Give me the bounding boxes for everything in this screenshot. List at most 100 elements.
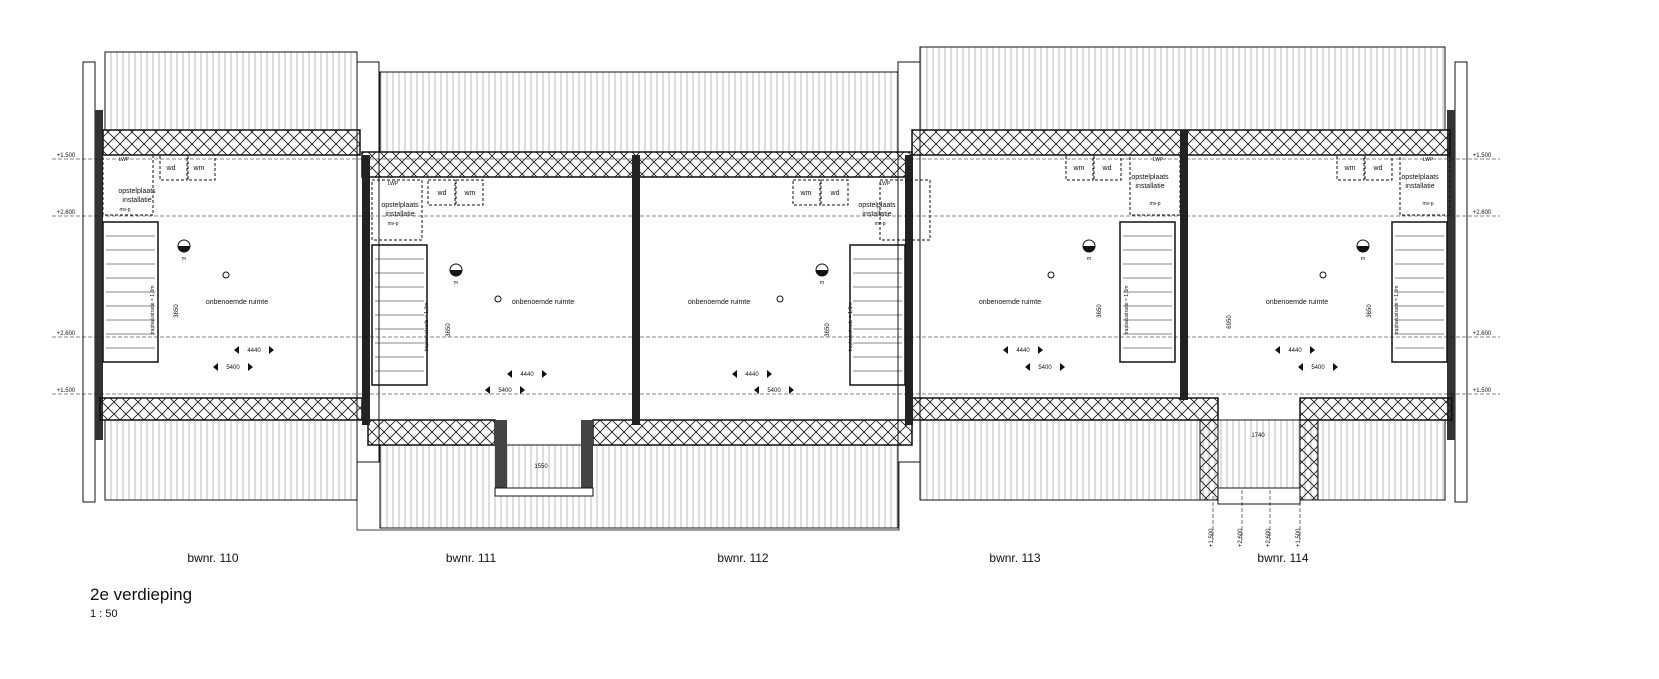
installation-label: installatie: [122, 197, 151, 204]
wall-left: [95, 110, 103, 440]
installation-area: [1129, 154, 1181, 216]
washer-label: wm: [193, 165, 205, 172]
installation-label: opstelplaats: [1131, 174, 1169, 181]
staircase: [849, 244, 906, 386]
wall-111-112: [632, 155, 640, 425]
lwp-label: LWP: [1153, 157, 1164, 163]
level-label-left: +2.600: [57, 331, 76, 337]
dimension-dormer: 1550: [534, 464, 548, 470]
dormer-sill: [494, 487, 594, 497]
light-point-icon: [1047, 271, 1055, 279]
roof-113-114: [919, 46, 1446, 131]
dimension-width-inner: 4440: [1288, 348, 1302, 354]
wall-112-right: [905, 155, 913, 425]
wall-right: [1447, 110, 1455, 440]
appliance-box: [1065, 154, 1094, 181]
gable-right: [1454, 61, 1468, 503]
drawing-title: 2e verdieping: [90, 585, 192, 604]
installation-label: opstelplaats: [1401, 174, 1439, 181]
level-label-right: +1.500: [1473, 153, 1492, 159]
light-point-icon: [1319, 271, 1327, 279]
installation-label: opstelplaats: [118, 188, 156, 195]
dimension-depth: 3650: [1367, 304, 1373, 318]
unit-number-label: bwnr. 111: [446, 551, 497, 565]
gable-left: [82, 61, 96, 503]
dimension-width-inner: 4440: [247, 348, 261, 354]
installation-area: [102, 154, 154, 216]
staircase: [1391, 221, 1448, 363]
insulation-front-110: [99, 397, 363, 421]
dimension-width-inner: 4440: [1016, 348, 1030, 354]
room-label: onbenoemde ruimte: [206, 299, 268, 306]
mvp-label: mv-p: [387, 221, 398, 227]
insulation-front-113: [911, 397, 1219, 421]
railing-label: trapbalustrade = 1,0m: [1394, 286, 1400, 335]
dimension-width-outer: 5400: [1038, 365, 1052, 371]
installation-label: installatie: [1405, 183, 1434, 190]
level-label-bottom: +2.600: [1238, 528, 1244, 547]
insulation-front-114: [1299, 397, 1453, 421]
room-label: onbenoemde ruimte: [1266, 299, 1328, 306]
wall-113-114: [1180, 130, 1188, 400]
dryer-label: wd: [830, 190, 840, 197]
insulation-front-111: [367, 419, 496, 446]
dimension-entrance: 1740: [1251, 433, 1265, 439]
dimension-depth: 3650: [825, 323, 831, 337]
lwp-label: LWP: [388, 181, 399, 187]
dormer-left: [495, 420, 507, 495]
skylight-icon: [816, 270, 828, 276]
level-label-bottom: +1.500: [1209, 528, 1215, 547]
dryer-label: wd: [437, 190, 447, 197]
insulation-back-110: [102, 129, 361, 156]
dimension-width-outer: 5400: [498, 388, 512, 394]
wall-111-left: [362, 155, 370, 425]
skylight-label: m: [454, 280, 458, 286]
appliance-box: [792, 179, 821, 206]
skylight-icon: [450, 270, 462, 276]
entrance-sill: [1217, 487, 1301, 505]
dimension-width-outer: 5400: [767, 388, 781, 394]
installation-area: [371, 179, 423, 241]
skylight-icon: [178, 246, 190, 252]
roof-front-113-114: [919, 419, 1446, 501]
skylight-label: m: [820, 280, 824, 286]
level-label-bottom: +1.500: [1296, 528, 1302, 547]
room-label: onbenoemde ruimte: [688, 299, 750, 306]
light-point-icon: [776, 295, 784, 303]
level-label-right: +2.600: [1473, 331, 1492, 337]
dimension-width-inner: 4440: [520, 372, 534, 378]
appliance-box: [187, 154, 216, 181]
level-label-right: +2.600: [1473, 210, 1492, 216]
installation-label: installatie: [385, 211, 414, 218]
dormer-right: [581, 420, 593, 495]
installation-label: installatie: [862, 211, 891, 218]
mvp-label: mv-p: [1422, 201, 1433, 207]
skylight-label: m: [1087, 256, 1091, 262]
dimension-width-outer: 5400: [1311, 365, 1325, 371]
dimension-depth: 3650: [174, 304, 180, 318]
staircase: [102, 221, 159, 363]
staircase: [371, 244, 428, 386]
dimension-depth: 3650: [446, 323, 452, 337]
washer-label: wm: [464, 190, 476, 197]
lwp-label: LWP: [880, 181, 891, 187]
appliance-box: [820, 179, 849, 206]
plan-geometry: [52, 46, 1500, 540]
installation-label: installatie: [1135, 183, 1164, 190]
railing-label: trapbalustrade = 1,0m: [1124, 286, 1130, 335]
railing-label: trapbalustrade = 1,0m: [150, 286, 156, 335]
insulation-front-112: [592, 419, 913, 446]
installation-label: opstelplaats: [858, 202, 896, 209]
dryer-label: wd: [1373, 165, 1383, 172]
installation-label: opstelplaats: [381, 202, 419, 209]
roof-front-111-112: [379, 444, 899, 529]
lwp-label: LWP: [1423, 157, 1434, 163]
mvp-label: mv-p: [874, 221, 885, 227]
room-label: onbenoemde ruimte: [979, 299, 1041, 306]
unit-number-label: bwnr. 113: [989, 551, 1040, 565]
level-label-left: +1.500: [57, 388, 76, 394]
skylight-label: m: [1361, 256, 1365, 262]
roof-111-112: [379, 71, 899, 153]
appliance-box: [159, 154, 188, 181]
